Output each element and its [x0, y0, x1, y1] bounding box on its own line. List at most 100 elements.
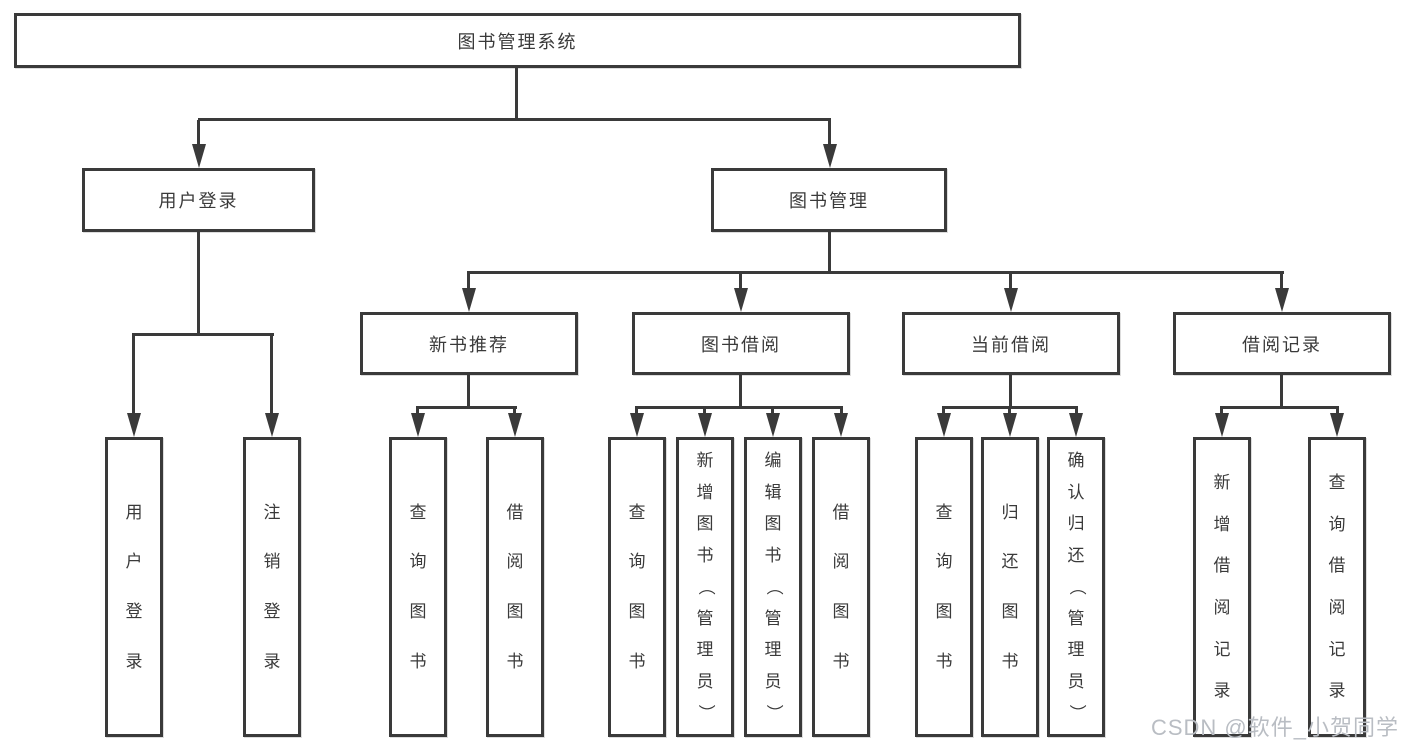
vertical-char: 还: [1001, 552, 1019, 572]
vertical-char: 理: [1067, 640, 1085, 660]
arrowhead-icon: [411, 413, 425, 437]
arrowhead-icon: [937, 413, 951, 437]
vertical-char: 图: [764, 514, 782, 534]
leaf-confirm-return-admin: 确认归还（管理员）: [1047, 437, 1105, 737]
connector-leaf-drop: [942, 407, 945, 417]
vertical-char: 书: [1001, 651, 1019, 671]
arrowhead-icon: [823, 144, 837, 168]
vertical-char: 录: [1328, 681, 1346, 701]
vertical-char: 辑: [764, 482, 782, 502]
node-borrowing-records: 借阅记录: [1173, 312, 1391, 375]
vertical-char: 查: [935, 502, 953, 522]
vertical-char: 登: [125, 602, 143, 621]
vertical-char: 借: [1328, 556, 1346, 576]
node-book-management: 图书管理: [711, 168, 947, 232]
vertical-char: 录: [263, 651, 281, 671]
vertical-char: 编: [764, 451, 782, 471]
vertical-char: 图: [1001, 602, 1019, 621]
vertical-char: 图: [506, 602, 524, 621]
vertical-char: 员: [764, 671, 782, 691]
connector-leaf-drop: [635, 407, 638, 417]
connector-section-drop: [739, 272, 742, 290]
vertical-char: 认: [1067, 482, 1085, 502]
node-borrowing-records-label: 借阅记录: [1242, 334, 1322, 355]
leaf-confirm-return-admin-label: 确认归还（管理员）: [1066, 440, 1086, 734]
node-user-login-label: 用户登录: [158, 191, 239, 211]
vertical-char: 图: [935, 602, 953, 621]
vertical-char: 归: [1001, 502, 1019, 522]
vertical-char: 记: [1328, 639, 1346, 659]
connector-book-mgmt-stem: [828, 232, 831, 274]
connector-section-drop: [1280, 272, 1283, 290]
leaf-borrow-books-recommend: 借阅图书: [486, 437, 544, 737]
leaf-borrow-books-borrowing: 借阅图书: [812, 437, 870, 737]
vertical-char: 注: [263, 502, 281, 522]
connector-leaf-drop: [1075, 407, 1078, 417]
node-current-borrowing-label: 当前借阅: [971, 334, 1051, 355]
vertical-char: 询: [628, 552, 646, 572]
vertical-char: 员: [696, 671, 714, 691]
connector-book-mgmt-drop: [828, 120, 831, 146]
leaf-query-books-borrowing: 查询图书: [608, 437, 666, 737]
vertical-char: 新: [1213, 473, 1231, 493]
vertical-char: 管: [1067, 608, 1085, 628]
vertical-char: 归: [1067, 514, 1085, 534]
node-new-book-recommend: 新书推荐: [360, 312, 578, 375]
node-book-management-label: 图书管理: [789, 191, 869, 211]
connector-section1-stem: [467, 375, 470, 409]
leaf-query-borrow-record: 查询借阅记录: [1308, 437, 1366, 737]
vertical-char: 阅: [1213, 598, 1231, 617]
vertical-char: 员: [1067, 671, 1085, 691]
vertical-char: 阅: [506, 552, 524, 572]
vertical-char: 录: [1213, 681, 1231, 701]
connector-leaf-drop: [1336, 407, 1339, 417]
connector-leaf-drop: [1008, 407, 1011, 417]
arrowhead-icon: [1215, 413, 1229, 437]
leaf-add-borrow-record-label: 新增借阅记录: [1214, 440, 1231, 734]
leaf-edit-books-admin: 编辑图书（管理员）: [744, 437, 802, 737]
connector-section2-stem: [739, 375, 742, 409]
connector-leaf-drop: [771, 407, 774, 417]
arrowhead-icon: [1069, 413, 1083, 437]
connector-section-drop: [1009, 272, 1012, 290]
connector-root-stem: [515, 68, 518, 121]
arrowhead-icon: [630, 413, 644, 437]
node-user-login: 用户登录: [82, 168, 315, 232]
vertical-char: 增: [696, 482, 714, 502]
arrowhead-icon: [508, 413, 522, 437]
arrowhead-icon: [265, 413, 279, 437]
vertical-char: 销: [263, 552, 281, 572]
connector-leaf-drop: [132, 335, 135, 415]
leaf-query-books-recommend-label: 查询图书: [410, 440, 427, 734]
vertical-char: 询: [935, 552, 953, 572]
vertical-char: 查: [1328, 473, 1346, 493]
connector-leaf-drop: [840, 407, 843, 417]
node-new-book-recommend-label: 新书推荐: [429, 334, 509, 355]
vertical-char: 理: [696, 640, 714, 660]
leaf-query-books-current: 查询图书: [915, 437, 973, 737]
vertical-char: ）: [695, 704, 715, 722]
vertical-char: 借: [1213, 556, 1231, 576]
arrowhead-icon: [766, 413, 780, 437]
connector-section4-stem: [1280, 375, 1283, 409]
leaf-add-borrow-record: 新增借阅记录: [1193, 437, 1251, 737]
leaf-logout-label: 注销登录: [264, 440, 281, 734]
leaf-add-books-admin-label: 新增图书（管理员）: [695, 440, 715, 734]
leaf-user-login: 用户登录: [105, 437, 163, 737]
leaf-borrow-books-recommend-label: 借阅图书: [507, 440, 524, 734]
arrowhead-icon: [1004, 288, 1018, 312]
vertical-char: ）: [763, 704, 783, 722]
vertical-char: 理: [764, 640, 782, 660]
connector-leaf-drop: [513, 407, 516, 417]
vertical-char: 询: [409, 552, 427, 572]
connector-section-drop: [467, 272, 470, 290]
vertical-char: （: [1066, 578, 1086, 596]
leaf-logout: 注销登录: [243, 437, 301, 737]
vertical-char: 确: [1067, 451, 1085, 471]
arrowhead-icon: [734, 288, 748, 312]
vertical-char: 图: [409, 602, 427, 621]
vertical-char: 书: [696, 545, 714, 565]
vertical-char: 书: [764, 545, 782, 565]
leaf-query-books-recommend: 查询图书: [389, 437, 447, 737]
